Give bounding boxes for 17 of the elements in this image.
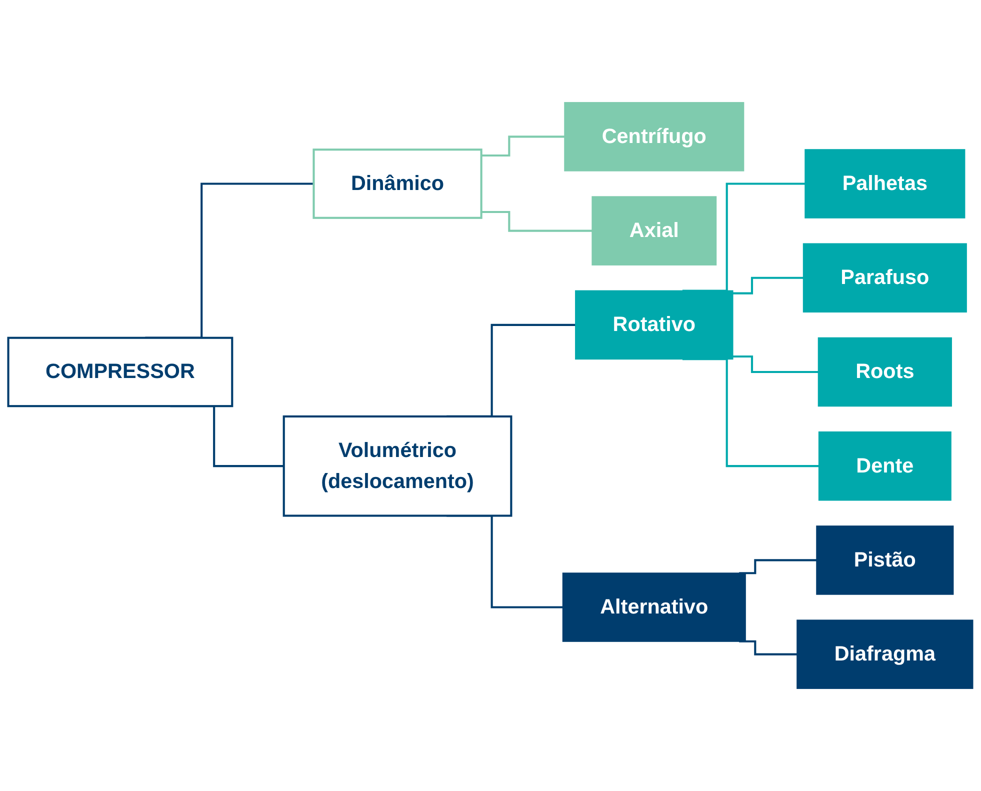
node-box: Dinâmico [312,148,482,219]
node-box: Dente [818,431,952,501]
connector [732,355,818,373]
node-box: Pistão [816,526,954,595]
node-box: Alternativo [562,572,746,642]
connector [481,136,565,157]
node-box: Centrífugo [564,102,744,172]
node-box: Rotativo [575,290,734,360]
node-box: Diafragma [796,620,974,689]
node-box: Palhetas [804,149,966,218]
node-box: Axial [592,196,717,266]
connector [732,276,804,294]
connector [481,210,592,232]
node-box: Volumétrico (deslocamento) [282,415,512,517]
node-box: COMPRESSOR [7,336,234,408]
node-box: Parafuso [802,243,967,312]
node-box: Roots [818,337,952,407]
